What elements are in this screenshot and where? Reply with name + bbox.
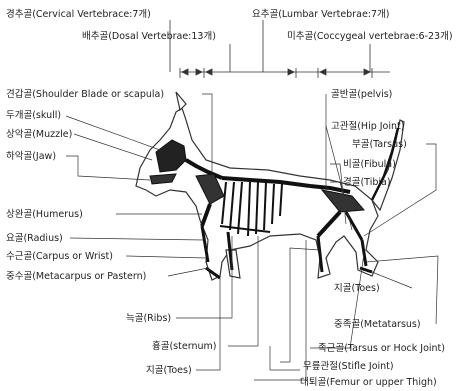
label-femur: 대퇴골(Femur or upper Thigh)	[300, 377, 437, 388]
label-radius: 요골(Radius)	[6, 233, 63, 244]
label-lumbar: 요추골(Lumbar Vertebrae:7개)	[252, 9, 389, 20]
label-sternum: 흉골(sternum)	[152, 341, 216, 352]
label-carpus: 수근골(Carpus or Wrist)	[6, 251, 113, 262]
label-hip-joint: 고관절(Hip Joint)	[331, 121, 404, 132]
label-muzzle: 상악골(Muzzle)	[6, 129, 72, 140]
label-hock: 족근골(Tarsus or Hock Joint)	[318, 343, 445, 354]
label-toes-front: 지골(Toes)	[146, 365, 192, 376]
label-fibula: 비골(Fibula)	[343, 159, 396, 170]
label-cervical: 경추골(Cervical Vertebrace:7개)	[6, 9, 151, 20]
label-tibia: 경골(Tibia)	[343, 177, 391, 188]
label-skull: 두개골(skull)	[6, 110, 61, 121]
label-coccygeal: 미추골(Coccygeal vertebrae:6-23개)	[287, 31, 453, 42]
label-jaw: 하악골(Jaw)	[6, 151, 56, 162]
label-stifle: 무릎관절(Stifle Joint)	[303, 361, 394, 372]
label-tarsus: 부골(Tarsus)	[352, 139, 407, 150]
label-humerus: 상완골(Humerus)	[6, 209, 83, 220]
label-ribs: 늑골(Ribs)	[126, 313, 171, 324]
label-dosal: 배추골(Dosal Vertebrae:13개)	[82, 31, 216, 42]
label-metacarpus: 중수골(Metacarpus or Pastern)	[6, 271, 146, 282]
label-pelvis: 골반골(pelvis)	[331, 89, 392, 100]
label-toes-rear: 지골(Toes)	[334, 283, 380, 294]
label-shoulder-blade: 견갑골(Shoulder Blade or scapula)	[6, 89, 164, 100]
spine-span-markers	[170, 20, 390, 78]
label-metatarsus: 중족골(Metatarsus)	[334, 319, 421, 330]
